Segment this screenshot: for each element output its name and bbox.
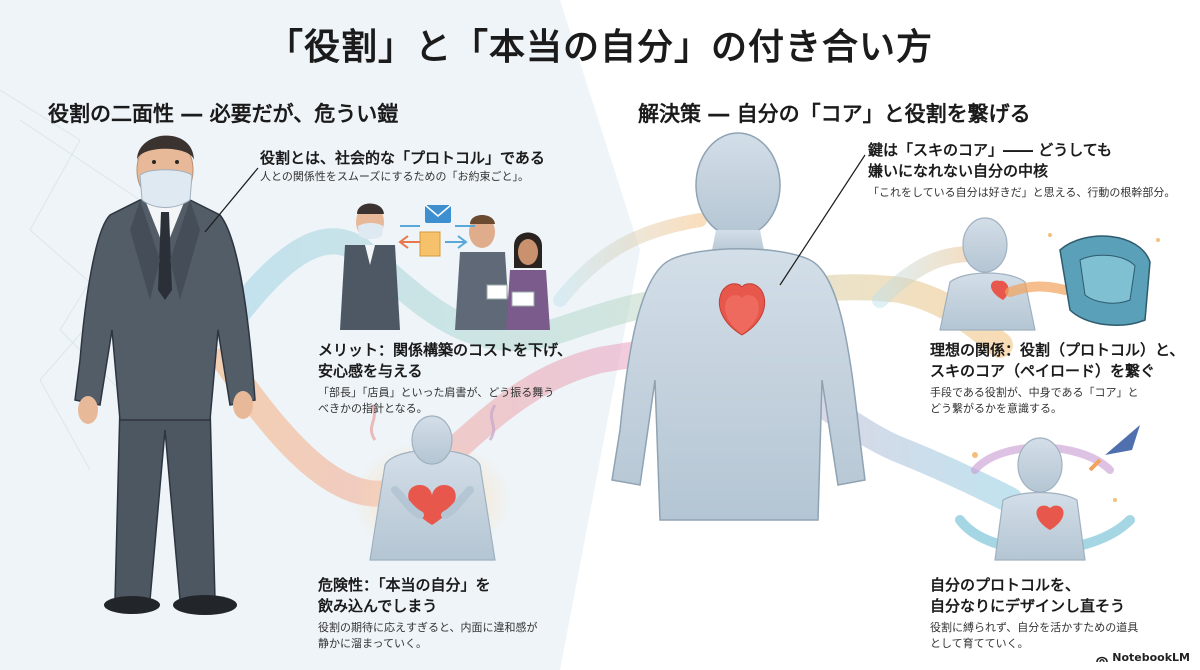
left-section-heading: 役割の二面性 ― 必要だが、危うい鎧 (48, 102, 399, 126)
redesign-callout: 自分のプロトコルを、 自分なりにデザインし直そう 役割に縛られず、自分を活かすた… (930, 575, 1138, 652)
key-heading-line-2: 嫌いになれない自分の中核 (868, 162, 1049, 180)
masked-businessman-figure (74, 135, 256, 615)
merit-heading-line-1: メリット：関係構築のコストを下げ、 (318, 341, 572, 359)
merit-heading-line-2: 安心感を与える (318, 362, 423, 380)
envelope-icon (425, 205, 451, 223)
mask-icon (139, 169, 193, 208)
key-body: 「これをしている自分は好きだ」と思える、行動の根幹部分。 (868, 186, 1176, 199)
notebooklm-brand: NotebookLM (1096, 651, 1190, 664)
key-callout: 鍵は「スキのコア」―― どうしても 嫌いになれない自分の中核 「これをしている自… (868, 140, 1175, 201)
merit-body-line-2: べきかの指針となる。 (318, 402, 428, 415)
right-section-heading: 解決策 ― 自分の「コア」と役割を繋げる (638, 102, 1031, 126)
ideal-heading-line-1: 理想の関係：役割（プロトコル）と、 (930, 341, 1185, 359)
figure-holding-heart-illustration (352, 404, 512, 561)
danger-body-line-1: 役割の期待に応えすぎると、内面に違和感が (318, 621, 538, 634)
redesign-heading-line-1: 自分のプロトコルを、 (930, 576, 1081, 594)
redesign-body-line-1: 役割に縛られず、自分を活かすための道具 (930, 621, 1139, 634)
figure-with-armor-illustration (939, 217, 1160, 331)
ideal-callout: 理想の関係：役割（プロトコル）と、 スキのコア（ペイロード）を繋ぐ 手段である役… (930, 340, 1184, 417)
business-meeting-illustration (340, 203, 550, 330)
danger-body-line-2: 静かに溜まっていく。 (318, 637, 428, 650)
rocket-icon (1105, 425, 1140, 455)
key-heading-line-1: 鍵は「スキのコア」―― どうしても (868, 141, 1113, 159)
page-title: 「役割」と「本当の自分」の付き合い方 (266, 27, 933, 68)
notebooklm-logo-icon (1096, 656, 1109, 662)
merit-body-line-1: 「部長」「店員」といった肩書が、どう振る舞う (318, 386, 555, 399)
protocol-body: 人との関係性をスムーズにするための「お約束ごと」。 (260, 170, 529, 183)
core-self-figure (611, 132, 866, 521)
danger-heading-line-2: 飲み込んでしまう (318, 597, 438, 615)
ideal-body-line-1: 手段である役割が、中身である「コア」と (930, 386, 1139, 399)
redesign-body-line-2: として育てていく。 (930, 637, 1029, 650)
brand-label: NotebookLM (1112, 651, 1190, 664)
danger-heading-line-1: 危険性：「本当の自分」を (318, 576, 491, 594)
ideal-body-line-2: どう繋がるかを意識する。 (930, 402, 1062, 415)
merit-callout: メリット：関係構築のコストを下げ、 安心感を与える 「部長」「店員」といった肩書… (318, 340, 572, 417)
document-icon (419, 231, 441, 257)
danger-callout: 危険性：「本当の自分」を 飲み込んでしまう 役割の期待に応えすぎると、内面に違和… (318, 575, 538, 652)
figure-with-creative-swirls-illustration (955, 425, 1140, 561)
protocol-callout: 役割とは、社会的な「プロトコル」である 人との関係性をスムーズにするための「お約… (260, 148, 545, 185)
redesign-heading-line-2: 自分なりにデザインし直そう (930, 597, 1126, 615)
protocol-heading: 役割とは、社会的な「プロトコル」である (260, 149, 545, 167)
ideal-heading-line-2: スキのコア（ペイロード）を繋ぐ (930, 362, 1156, 380)
